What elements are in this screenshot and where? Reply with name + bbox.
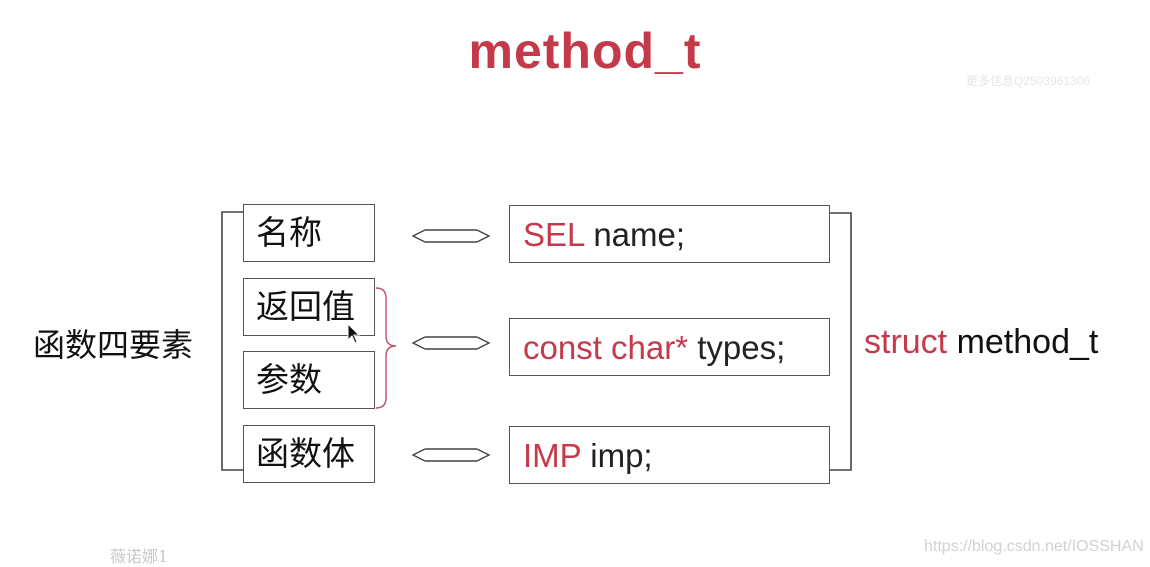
field-keyword: IMP xyxy=(523,437,582,474)
field-box-sel: SEL name; xyxy=(509,205,830,263)
mouse-cursor-icon xyxy=(347,323,361,344)
diagram-title: method_t xyxy=(468,23,702,79)
element-label: 返回值 xyxy=(256,287,355,326)
field-box-types: const char* types; xyxy=(509,318,830,376)
field-keyword: const char* xyxy=(523,329,689,366)
right-bracket xyxy=(830,212,852,471)
pink-curly-bracket xyxy=(375,287,397,409)
element-label: 函数体 xyxy=(256,434,355,473)
left-bracket xyxy=(221,211,243,471)
watermark-left: 薇诺娜1 xyxy=(110,547,169,566)
four-elements-label: 函数四要素 xyxy=(33,326,194,364)
double-arrow-name xyxy=(411,229,491,243)
element-box-body: 函数体 xyxy=(243,425,375,483)
struct-keyword: struct xyxy=(864,323,948,361)
element-label: 名称 xyxy=(256,213,322,252)
double-arrow-types xyxy=(411,336,491,350)
double-arrow-imp xyxy=(411,448,491,462)
struct-name: method_t xyxy=(947,323,1099,361)
element-box-name: 名称 xyxy=(243,204,375,262)
watermark-url: https://blog.csdn.net/IOSSHAN xyxy=(924,538,1144,555)
field-box-imp: IMP imp; xyxy=(509,426,830,484)
element-label: 参数 xyxy=(256,360,322,399)
field-rest: name; xyxy=(584,216,686,253)
element-box-params: 参数 xyxy=(243,351,375,409)
element-box-return-value: 返回值 xyxy=(243,278,375,336)
struct-label: struct method_t xyxy=(864,323,1098,362)
field-keyword: SEL xyxy=(523,216,585,253)
field-rest: types; xyxy=(688,329,786,366)
field-rest: imp; xyxy=(581,437,653,474)
watermark-top: 更多信息Q2503961306 xyxy=(966,74,1091,88)
